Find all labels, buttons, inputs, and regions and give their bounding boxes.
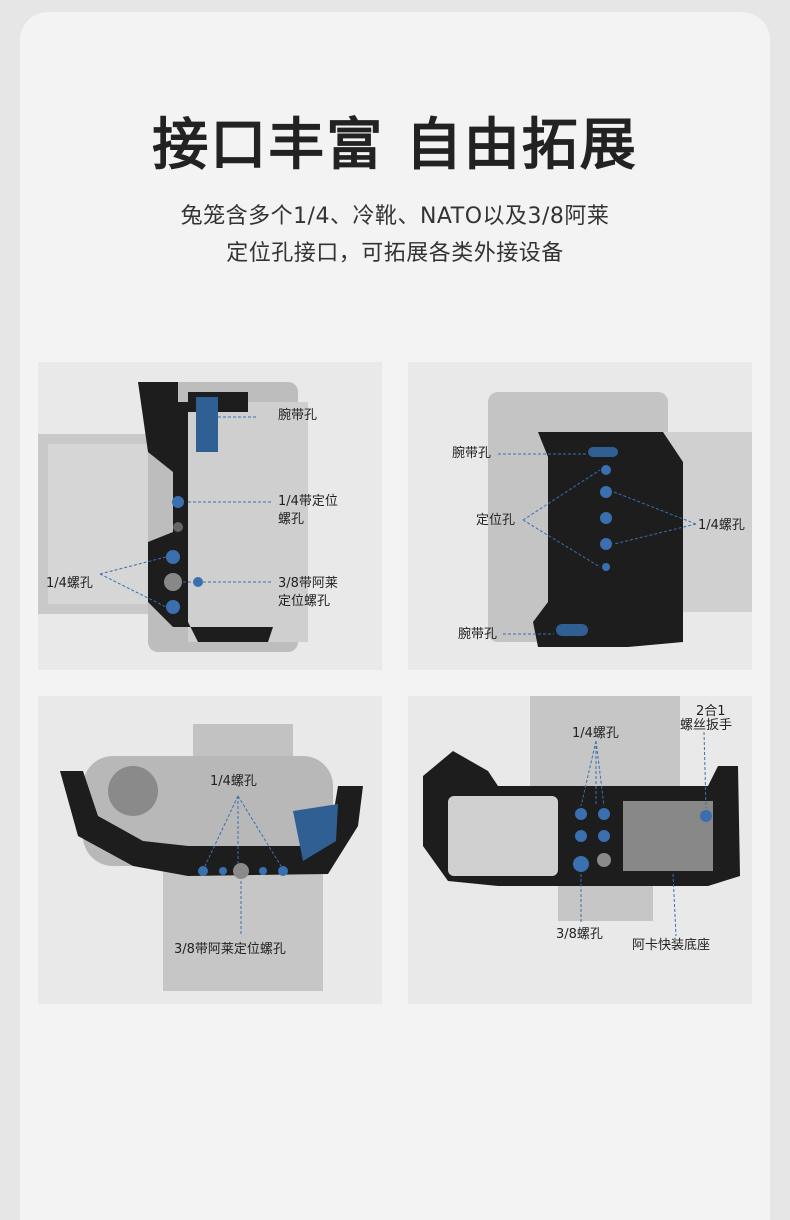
label-arca-base: 阿卡快装底座	[632, 938, 711, 953]
label-strap-hole-bottom: 腕带孔	[458, 627, 498, 642]
label-quarter-screw: 1/4螺孔	[210, 774, 257, 789]
cage-left-illustration	[38, 382, 308, 652]
label-three-eighths: 3/8螺孔	[556, 927, 603, 942]
subtitle-line-2: 定位孔接口，可拓展各类外接设备	[226, 241, 564, 266]
label-quarter-positioning-2: 螺孔	[278, 512, 305, 527]
page-title: 接口丰富 自由拓展	[152, 113, 638, 178]
label-arri-1: 3/8带阿莱	[278, 576, 338, 591]
label-positioning-hole: 定位孔	[476, 513, 516, 528]
panel-side-left: 腕带孔 1/4带定位 螺孔 1/4螺孔 3/8带阿莱 定位螺孔	[38, 362, 382, 670]
label-wrench-2: 螺丝扳手	[680, 718, 733, 733]
cage-bottom-illustration	[423, 696, 740, 937]
label-quarter-screw: 1/4螺孔	[46, 576, 93, 591]
label-quarter-positioning-1: 1/4带定位	[278, 494, 338, 509]
label-arri-positioning: 3/8带阿莱定位螺孔	[174, 942, 286, 957]
cage-top-illustration	[60, 724, 363, 991]
cage-right-illustration	[488, 392, 752, 647]
panel-side-right: 腕带孔 定位孔 1/4螺孔 腕带孔	[408, 362, 752, 670]
label-wrench-1: 2合1	[696, 704, 726, 719]
label-quarter-screw: 1/4螺孔	[698, 518, 745, 533]
panel-bottom-view: 2合1 螺丝扳手 1/4螺孔 3/8螺孔 阿卡快装底座	[408, 696, 752, 1004]
label-quarter-screw: 1/4螺孔	[572, 726, 619, 741]
panel-top-view: 1/4螺孔 3/8带阿莱定位螺孔	[38, 696, 382, 1004]
label-strap-hole-top: 腕带孔	[452, 446, 492, 461]
label-strap-hole: 腕带孔	[278, 408, 318, 423]
subtitle-line-1: 兔笼含多个1/4、冷靴、NATO以及3/8阿莱	[180, 204, 610, 229]
label-arri-2: 定位螺孔	[278, 594, 331, 609]
